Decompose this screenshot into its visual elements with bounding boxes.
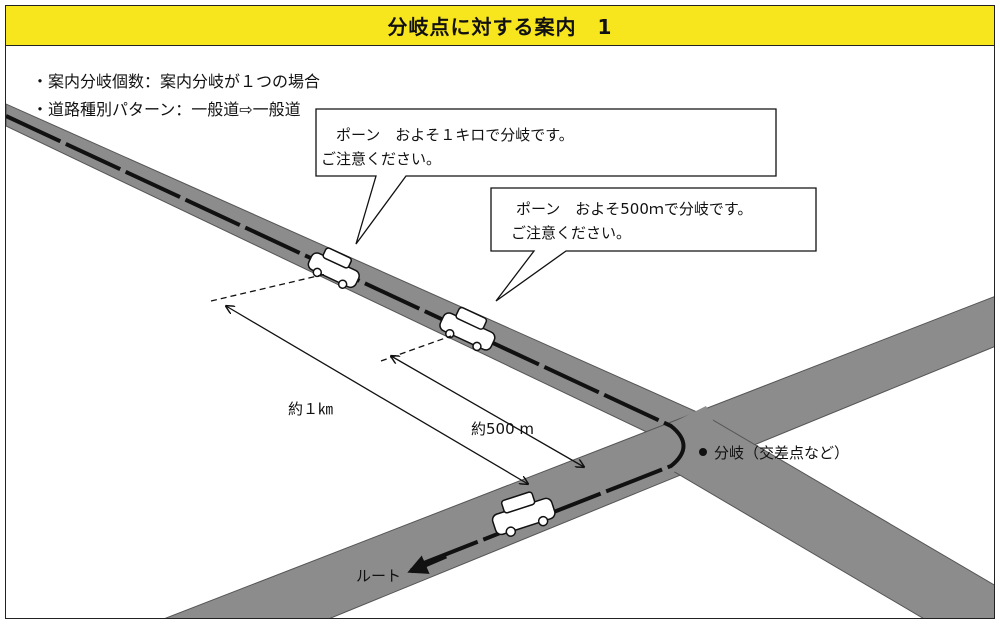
bubble-1km-line1: ポーン およそ１キロで分岐です。 — [336, 126, 574, 144]
bubble-500m-line1: ポーン およそ500ｍで分岐です。 — [516, 200, 752, 218]
diagram-frame: 分岐点に対する案内 1 ・案内分岐個数：案内分岐が１つの場合 ・道路種別パターン… — [5, 5, 995, 619]
marker-line-1km — [210, 273, 327, 302]
road-diagram: ポーン およそ１キロで分岐です。 ご注意ください。 ポーン およそ500ｍで分岐… — [6, 103, 994, 618]
label-route: ルート — [356, 567, 401, 585]
label-distance-1km: 約１㎞ — [288, 400, 333, 418]
speech-bubble-1km — [315, 108, 777, 245]
route-arrow — [407, 553, 447, 574]
bubble-500m-line2: ご注意ください。 — [511, 224, 631, 242]
junction-dot — [699, 448, 707, 456]
label-junction: 分岐（交差点など） — [714, 444, 849, 462]
bubble-1km-line2: ご注意ください。 — [321, 150, 441, 168]
bullet-branch-count: ・案内分岐個数：案内分岐が１つの場合 — [32, 72, 321, 91]
marker-line-500m — [380, 335, 452, 362]
car-icon-route — [491, 491, 556, 537]
distance-arrow-500m — [391, 356, 584, 467]
title-bar: 分岐点に対する案内 1 — [6, 6, 994, 46]
bullet-road-type: ・道路種別パターン：一般道⇨一般道 — [32, 100, 301, 119]
label-distance-500m: 約500 m — [471, 420, 534, 438]
route-line — [6, 114, 686, 568]
speech-bubble-500m — [490, 187, 817, 302]
car-icon-1km — [307, 247, 360, 289]
page-title: 分岐点に対する案内 1 — [387, 15, 613, 39]
